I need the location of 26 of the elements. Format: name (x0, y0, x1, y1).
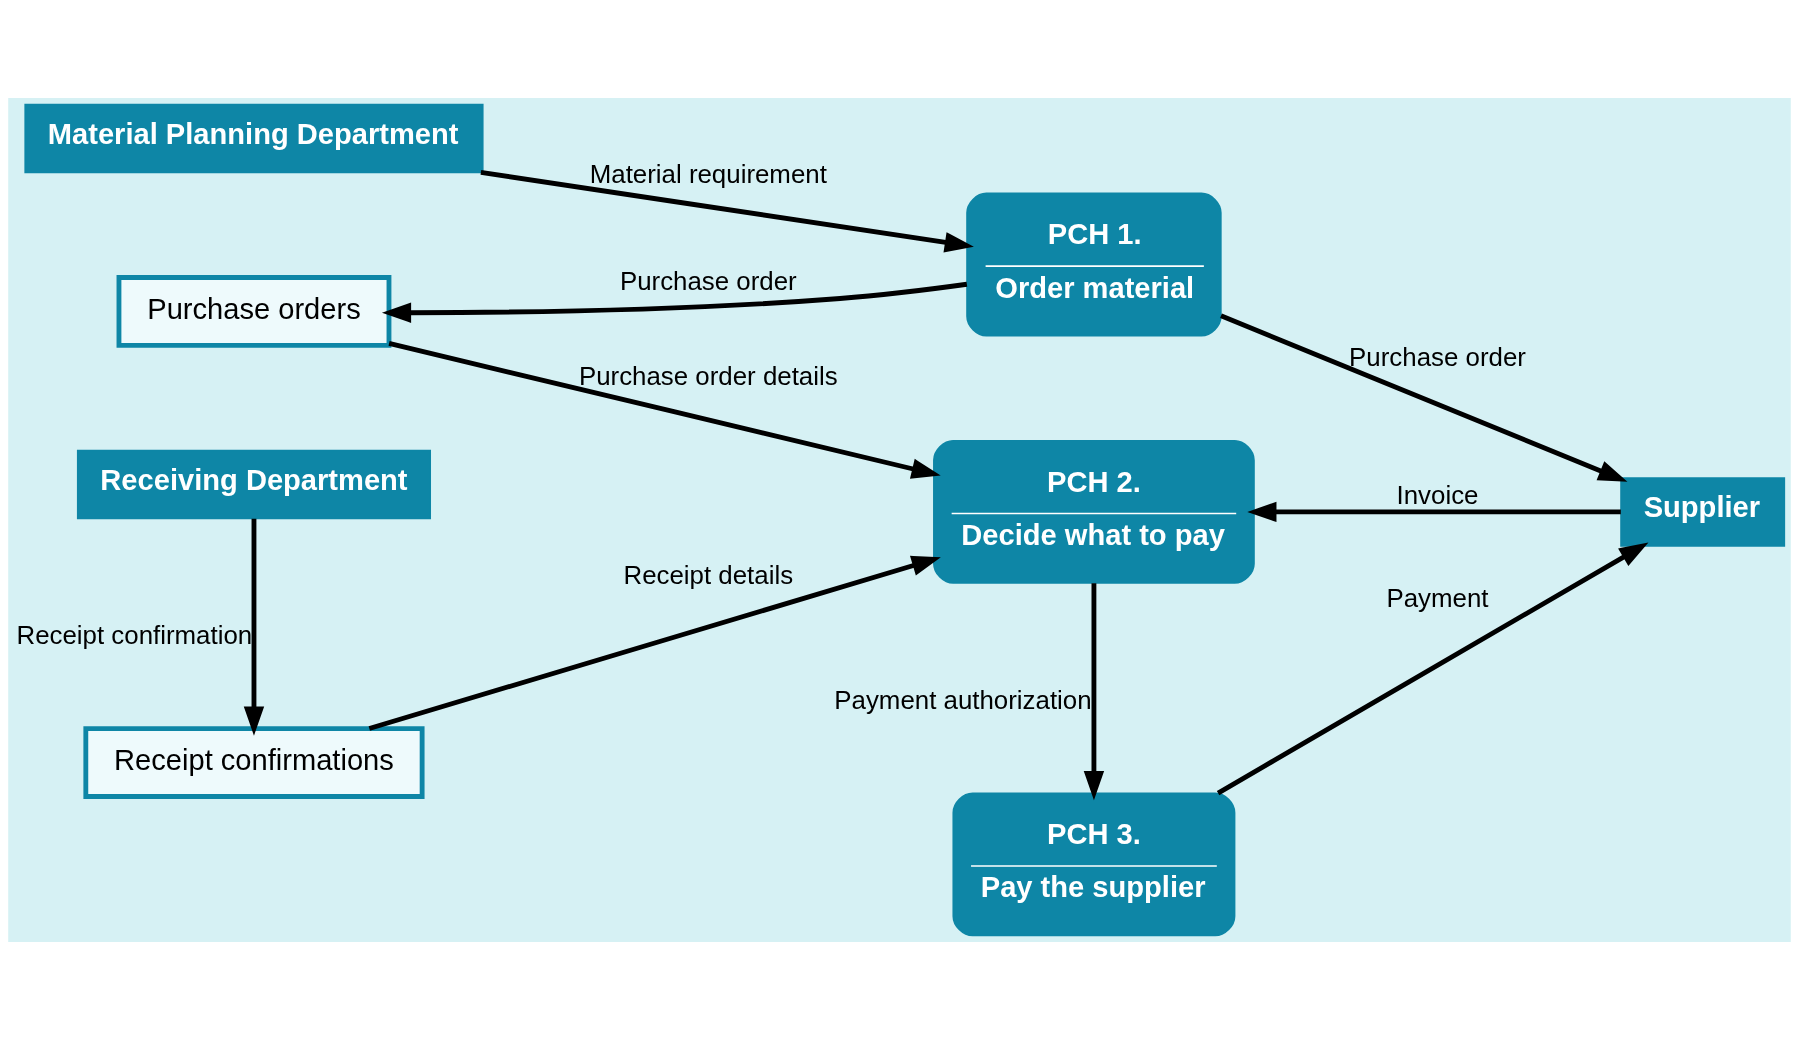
node-box: Receiving Department (76, 449, 431, 520)
edge-label: Receipt confirmation (16, 621, 253, 650)
arrow (480, 170, 974, 253)
node-box: Purchase orders (116, 275, 392, 348)
node-box: Material Planning Department (24, 103, 484, 174)
node-box: Supplier (1620, 477, 1786, 547)
node-box: Receipt confirmations (83, 726, 425, 799)
arrow (243, 518, 265, 736)
edge-label: Receipt details (623, 561, 794, 590)
edge-label: Material requirement (589, 160, 827, 189)
edge-label: Payment authorization (834, 685, 1092, 714)
arrow (1247, 501, 1621, 523)
node-box: PCH 2. Decide what to pay (933, 439, 1255, 584)
arrow (368, 555, 941, 731)
edge-label: Invoice (1396, 480, 1479, 509)
node-box: PCH 3. Pay the supplier (952, 792, 1236, 937)
arrow (1083, 583, 1105, 801)
arrow (1216, 542, 1649, 796)
edge-label: Purchase order (619, 267, 797, 296)
node-box: PCH 1. Order material (966, 192, 1222, 337)
edge-label: Purchase order details (578, 362, 838, 391)
arrow (381, 281, 968, 323)
edge-label: Purchase order (1349, 343, 1526, 372)
arrow (388, 341, 941, 479)
arrow (1220, 313, 1628, 482)
edge-label: Payment (1386, 583, 1489, 612)
